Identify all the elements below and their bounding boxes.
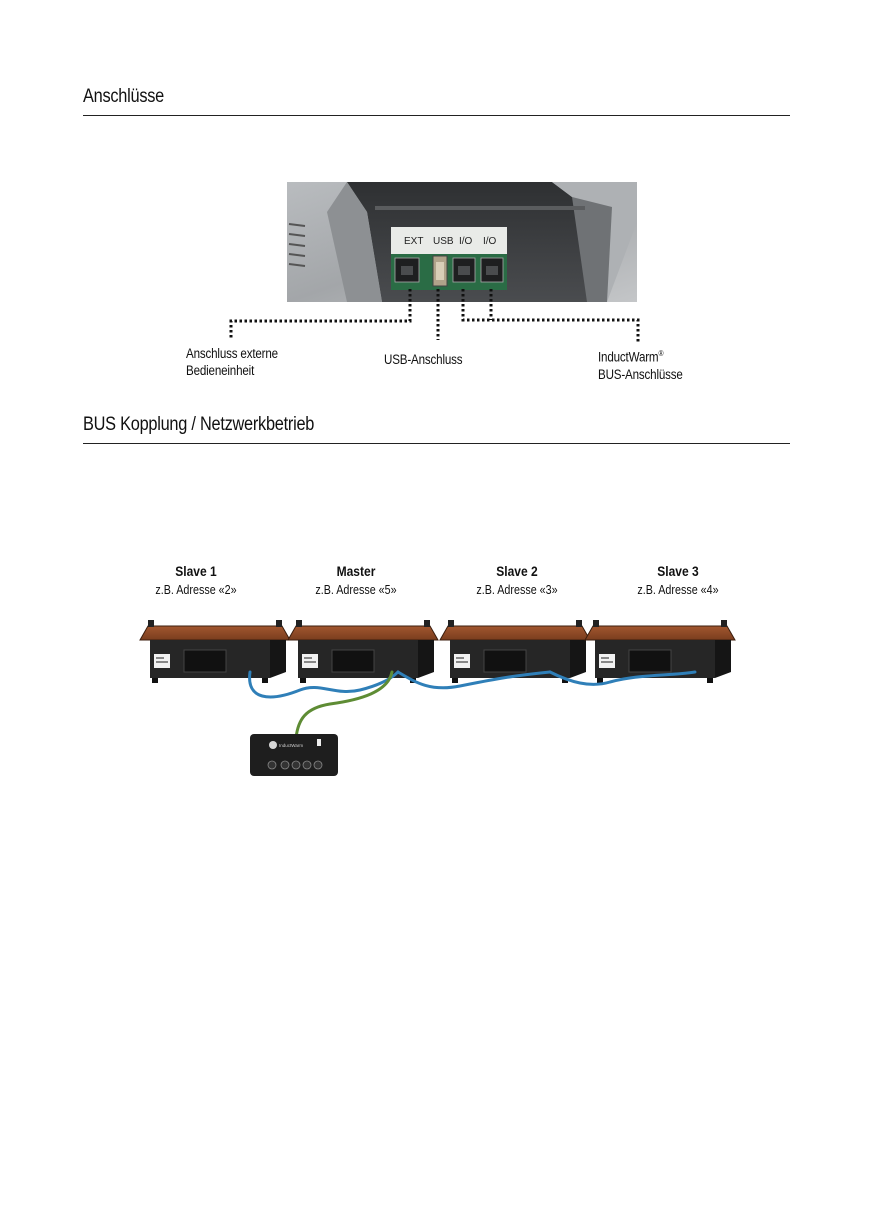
device-address-slave-3: z.B. Adresse «4»: [618, 583, 738, 597]
leader-lines: [0, 0, 874, 360]
device-unit-slave-3: [585, 620, 735, 683]
leader-bus: [463, 289, 638, 342]
section-heading-bus: BUS Kopplung / Netzwerkbetrieb: [83, 414, 314, 436]
device-unit-slave-2: [440, 620, 590, 683]
external-cable: [296, 672, 392, 738]
caption-bus: InductWarm® BUS-Anschlüsse: [598, 345, 683, 383]
leader-ext: [231, 289, 410, 338]
device-address-slave-1: z.B. Adresse «2»: [136, 583, 256, 597]
caption-external-unit: Anschluss externe Bedieneinheit: [186, 345, 278, 379]
device-title-slave-3: Slave 3: [626, 563, 729, 579]
device-title-slave-1: Slave 1: [144, 563, 247, 579]
device-title-slave-2: Slave 2: [465, 563, 568, 579]
device-unit-slave-1: [140, 620, 290, 683]
device-title-master: Master: [304, 563, 407, 579]
remote-control-unit: InductWarm: [250, 734, 338, 776]
bus-network-illustration: InductWarm: [130, 610, 750, 785]
device-unit-master: [288, 620, 438, 683]
section-rule-2: [83, 443, 790, 444]
caption-usb: USB-Anschluss: [384, 351, 462, 368]
device-address-master: z.B. Adresse «5»: [296, 583, 416, 597]
device-address-slave-2: z.B. Adresse «3»: [457, 583, 577, 597]
remote-brand-label: InductWarm: [279, 743, 303, 748]
